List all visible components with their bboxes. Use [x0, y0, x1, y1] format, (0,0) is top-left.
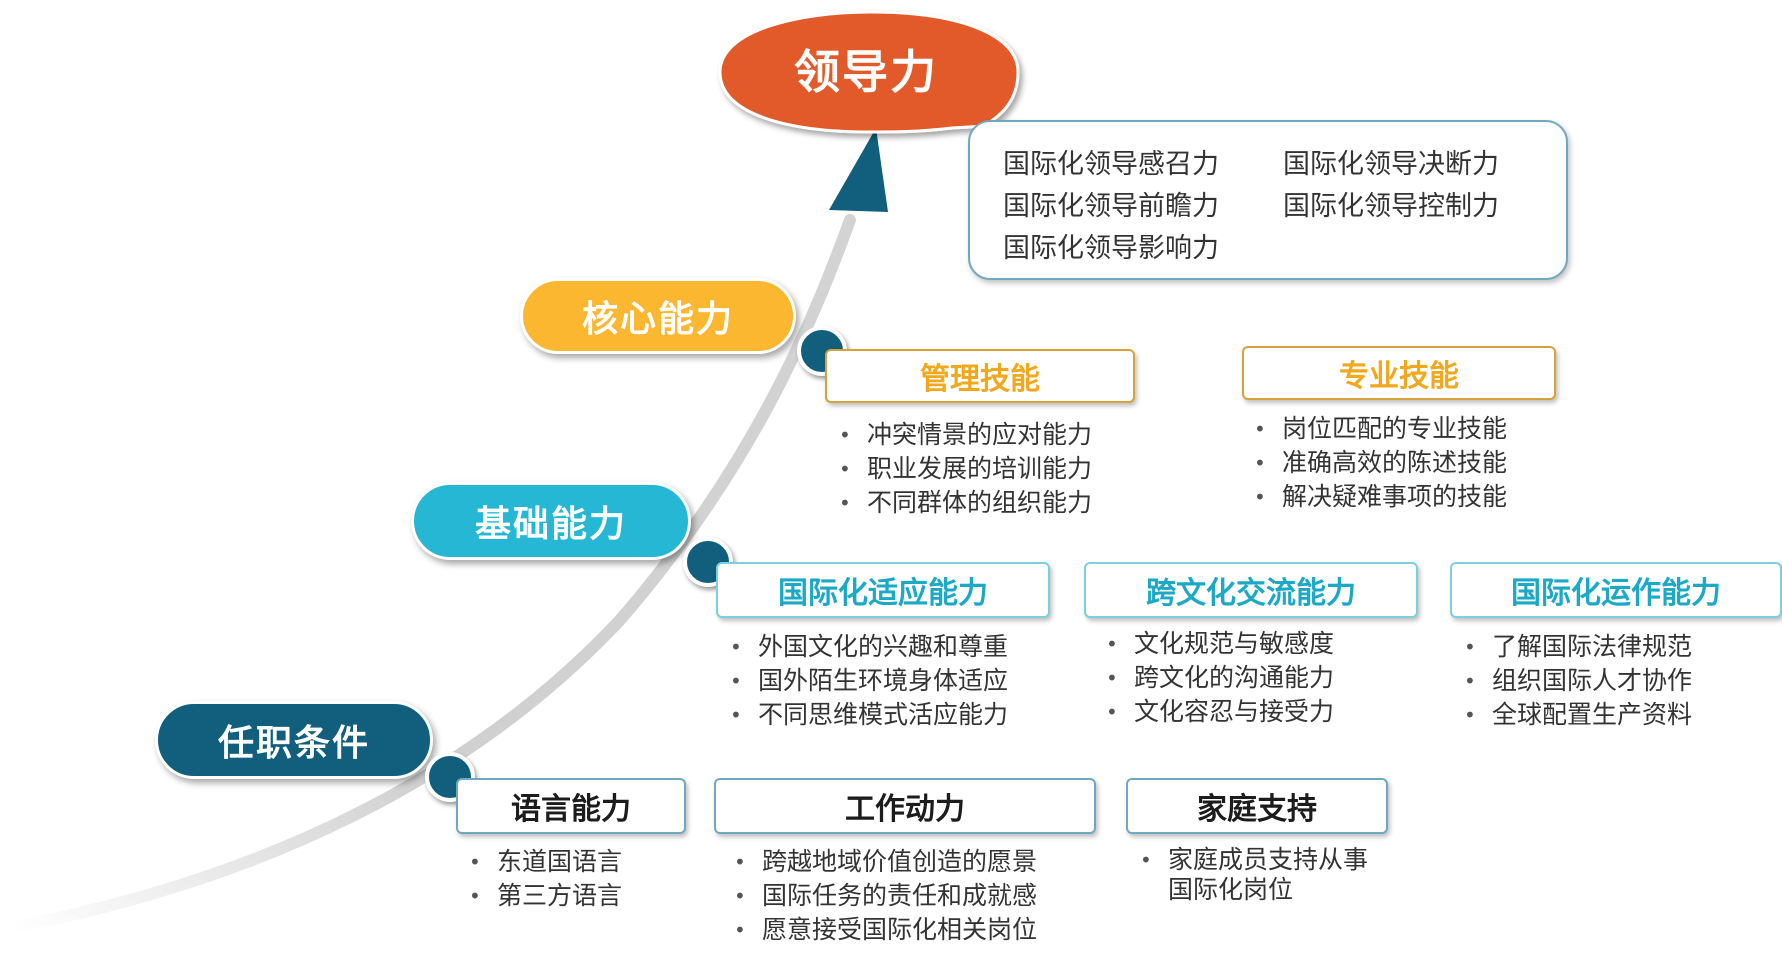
list-item: 不同群体的组织能力	[835, 486, 1092, 520]
basic-group-title-adaptation: 国际化适应能力	[716, 562, 1050, 618]
list-item: 跨文化的沟通能力	[1102, 661, 1334, 695]
basic-group-list-operation: 了解国际法律规范 组织国际人才协作 全球配置生产资料	[1460, 630, 1692, 732]
list-item: 愿意接受国际化相关岗位	[730, 913, 1037, 947]
list-item: 文化规范与敏感度	[1102, 627, 1334, 661]
basic-group-title-operation: 国际化运作能力	[1450, 562, 1782, 618]
list-item: 冲突情景的应对能力	[835, 418, 1092, 452]
list-item: 全球配置生产资料	[1460, 698, 1692, 732]
list-item: 外国文化的兴趣和尊重	[726, 630, 1008, 664]
list-item: 跨越地域价值创造的愿景	[730, 845, 1037, 879]
level-core-ability: 核心能力	[520, 278, 796, 354]
list-item: 不同思维模式活应能力	[726, 698, 1008, 732]
leadership-item: 国际化领导控制力	[1283, 191, 1499, 222]
arrow-head	[829, 128, 888, 212]
leadership-item: 国际化领导影响力	[1003, 233, 1219, 264]
leadership-items-panel: 国际化领导感召力 国际化领导决断力 国际化领导前瞻力 国际化领导控制力 国际化领…	[968, 120, 1568, 280]
core-group-title-professional: 专业技能	[1242, 346, 1556, 400]
list-item: 岗位匹配的专业技能	[1250, 412, 1507, 446]
level-job-requirements: 任职条件	[155, 701, 433, 779]
core-group-list-management: 冲突情景的应对能力 职业发展的培训能力 不同群体的组织能力	[835, 418, 1092, 520]
list-item: 国际任务的责任和成就感	[730, 879, 1037, 913]
list-item: 职业发展的培训能力	[835, 452, 1092, 486]
leadership-item: 国际化领导前瞻力	[1003, 191, 1219, 222]
leadership-item: 国际化领导感召力	[1003, 149, 1219, 180]
list-item: 第三方语言	[465, 879, 622, 913]
list-item: 家庭成员支持从事国际化岗位	[1136, 845, 1371, 905]
job-group-list-language: 东道国语言 第三方语言	[465, 845, 622, 913]
core-group-title-management: 管理技能	[825, 349, 1135, 403]
job-group-title-motivation: 工作动力	[714, 778, 1096, 834]
list-item: 解决疑难事项的技能	[1250, 480, 1507, 514]
basic-group-list-crossculture: 文化规范与敏感度 跨文化的沟通能力 文化容忍与接受力	[1102, 627, 1334, 729]
list-item: 组织国际人才协作	[1460, 664, 1692, 698]
job-group-list-motivation: 跨越地域价值创造的愿景 国际任务的责任和成就感 愿意接受国际化相关岗位	[730, 845, 1037, 947]
job-group-list-family: 家庭成员支持从事国际化岗位	[1136, 845, 1371, 905]
list-item: 准确高效的陈述技能	[1250, 446, 1507, 480]
basic-group-title-crossculture: 跨文化交流能力	[1084, 562, 1418, 618]
leadership-item: 国际化领导决断力	[1283, 149, 1499, 180]
level-basic-ability: 基础能力	[411, 482, 691, 560]
job-group-title-language: 语言能力	[456, 778, 686, 834]
list-item: 了解国际法律规范	[1460, 630, 1692, 664]
leadership-bubble	[718, 10, 1021, 134]
list-item: 东道国语言	[465, 845, 622, 879]
core-group-list-professional: 岗位匹配的专业技能 准确高效的陈述技能 解决疑难事项的技能	[1250, 412, 1507, 514]
list-item: 文化容忍与接受力	[1102, 695, 1334, 729]
basic-group-list-adaptation: 外国文化的兴趣和尊重 国外陌生环境身体适应 不同思维模式活应能力	[726, 630, 1008, 732]
list-item: 国外陌生环境身体适应	[726, 664, 1008, 698]
job-group-title-family: 家庭支持	[1126, 778, 1388, 834]
level-leadership-label: 领导力	[794, 45, 938, 99]
level-leadership: 领导力	[716, 19, 1016, 119]
